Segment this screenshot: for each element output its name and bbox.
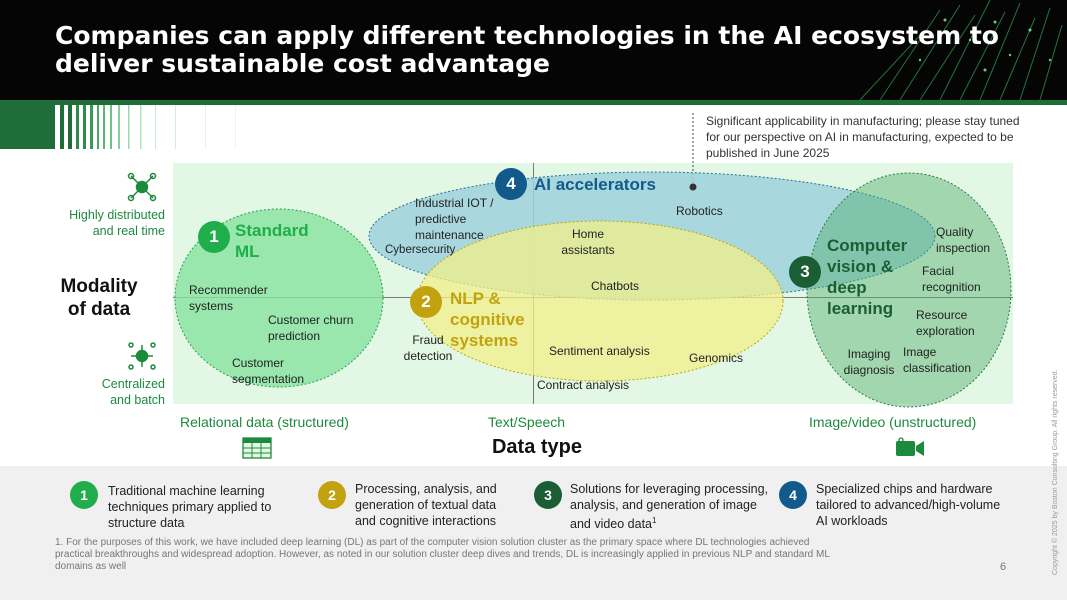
item-fraud-detection: Fraud detection (403, 333, 453, 363)
item-imaging-diagnosis: Imaging diagnosis (843, 347, 895, 377)
manufacturing-note: Significant applicability in manufacturi… (706, 114, 1020, 160)
item-genomics: Genomics (689, 351, 744, 365)
item-resource-exploration: Resource exploration (916, 308, 975, 338)
cluster-2-title: NLP & cognitive systems (450, 289, 525, 350)
legend-3-text: Solutions for leveraging processing, ana… (570, 481, 770, 532)
item-customer-churn: Customer churn prediction (268, 313, 354, 343)
legend-3-footnote-ref: 1 (652, 516, 657, 525)
item-industrial-iot: Industrial IOT / predictive maintenance (415, 196, 494, 242)
network-centralized-icon (128, 342, 156, 370)
item-contract-analysis: Contract analysis (537, 378, 630, 392)
footnote: 1. For the purposes of this work, we hav… (55, 537, 830, 572)
video-camera-icon (896, 437, 924, 456)
y-axis-top-label: Highly distributed and real time (69, 208, 165, 238)
x-axis-right-label: Image/video (unstructured) (809, 414, 977, 430)
cluster-1-badge: 1 (198, 221, 230, 253)
item-cybersecurity: Cybersecurity (385, 244, 456, 256)
x-axis-title: Data type (491, 436, 583, 458)
legend-band (0, 466, 1067, 600)
y-axis-bottom-label: Centralized and batch (101, 377, 165, 407)
header-light-pattern (859, 0, 1063, 100)
item-robotics: Robotics (676, 204, 723, 218)
page-title: Companies can apply different technologi… (55, 21, 999, 78)
table-icon (242, 437, 272, 459)
item-image-classification: Image classification (903, 345, 972, 375)
item-customer-segmentation: Customer segmentation (232, 356, 305, 386)
cluster-4-badge: 4 (495, 168, 527, 200)
cluster-3-ellipse (806, 172, 1012, 408)
legend-4-badge: 4 (779, 481, 807, 509)
legend-2-text: Processing, analysis, and generation of … (355, 482, 497, 528)
y-axis-title: Modality of data (60, 276, 138, 320)
cluster-3-badge: 3 (789, 256, 821, 288)
item-chatbots: Chatbots (591, 279, 640, 293)
legend-2-badge: 2 (318, 481, 346, 509)
legend-1-badge: 1 (70, 481, 98, 509)
item-facial-recognition: Facial recognition (922, 264, 981, 294)
legend-3-body: Solutions for leveraging processing, ana… (570, 482, 769, 532)
item-home-assistants: Home assistants (561, 227, 615, 257)
legend-4-text: Specialized chips and hardware tailored … (816, 482, 1001, 528)
header-banner: Companies can apply different technologi… (0, 0, 1067, 100)
item-recommender-systems: Recommender systems (189, 283, 268, 313)
cluster-4-title: AI accelerators (534, 175, 656, 194)
network-distributed-icon (127, 172, 157, 202)
cluster-3-title: Computer vision & deep learning (827, 236, 908, 318)
legend-3-badge: 3 (534, 481, 562, 509)
page-number: 6 (1000, 561, 1007, 573)
item-sentiment-analysis: Sentiment analysis (549, 344, 650, 358)
copyright-notice: Copyright © 2025 by Boston Consulting Gr… (1052, 369, 1059, 575)
x-axis-left-label: Relational data (structured) (180, 414, 349, 430)
decorative-stripes (0, 105, 236, 149)
header-divider (0, 100, 1067, 105)
item-quality-inspection: Quality inspection (936, 225, 991, 255)
callout-dot (689, 183, 697, 191)
cluster-2-badge: 2 (410, 286, 442, 318)
cluster-1-ellipse (174, 208, 384, 388)
x-axis-mid-label: Text/Speech (488, 414, 566, 430)
legend-1-text: Traditional machine learning techniques … (108, 484, 272, 530)
cluster-1-title: Standard ML (235, 221, 309, 261)
